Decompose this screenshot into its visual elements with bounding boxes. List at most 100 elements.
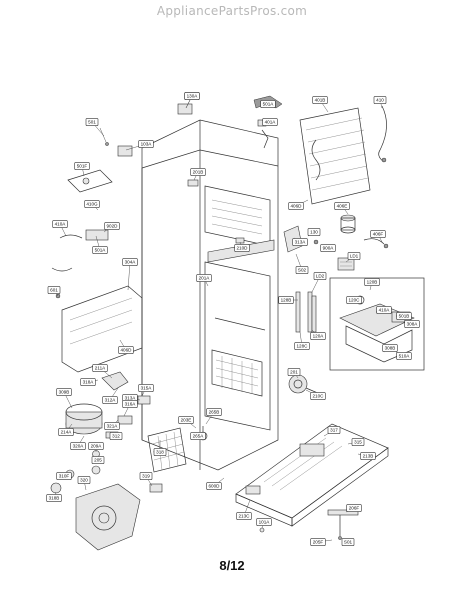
- callout-text: 406E: [337, 204, 348, 209]
- callout-text: 315: [354, 440, 362, 445]
- callout-text: 312A: [105, 398, 117, 403]
- callout-text: 265B: [209, 410, 220, 415]
- callout-text: 406F: [373, 232, 384, 237]
- callout-205f: 205F: [310, 538, 326, 546]
- callout-213b: 213B: [360, 452, 376, 460]
- callout-321a: 321A: [104, 422, 120, 430]
- callout-text: 213C: [239, 514, 251, 519]
- callout-text: 410: [376, 98, 384, 103]
- led-lamp-strips: [295, 291, 317, 333]
- callout-406f: 406F: [370, 230, 386, 238]
- callout-text: 210C: [313, 394, 325, 399]
- callout-text: 265A: [193, 434, 205, 439]
- callout-318: 318: [153, 448, 167, 456]
- callout-text: LD2: [316, 274, 325, 279]
- callout-401b: 401B: [312, 96, 328, 104]
- callout-205: 205: [91, 456, 105, 464]
- callout-320a: 320A: [70, 442, 86, 450]
- callout-600d: 600D: [206, 482, 222, 490]
- callout-text: LD1: [350, 254, 359, 259]
- callout-120b: 120B: [364, 278, 380, 286]
- callout-318a: 318A: [80, 378, 96, 386]
- callout-410a: 410A: [376, 306, 392, 314]
- callout-410a: 410A: [52, 220, 68, 228]
- callout-201a: 201A: [196, 274, 212, 282]
- callout-text: 601: [50, 288, 58, 293]
- callout-text: 406D: [121, 348, 133, 353]
- callout-401a: 401A: [262, 118, 278, 126]
- callout-501: 501: [85, 118, 99, 126]
- callout-265a: 265A: [190, 432, 206, 440]
- callout-text: 315A: [141, 386, 153, 391]
- callout-text: 410A: [379, 308, 391, 313]
- callout-103a: 103A: [138, 140, 154, 148]
- callout-text: 214A: [61, 430, 73, 435]
- callout-210c: 210C: [310, 392, 326, 400]
- callout-text: 318: [156, 450, 164, 455]
- callout-201b: 201B: [190, 168, 206, 176]
- drain-fan-parts: [288, 374, 321, 395]
- callout-text: 209A: [91, 444, 103, 449]
- callout-120a: 120A: [310, 332, 326, 340]
- callout-601: 601: [47, 286, 61, 294]
- callout-text: 320: [80, 478, 88, 483]
- callout-text: 203E: [181, 418, 192, 423]
- callout-text: 313A: [295, 240, 307, 245]
- callout-130a: 130A: [184, 92, 200, 100]
- callout-leader-line: [127, 261, 131, 291]
- callout-101a: 101A: [256, 518, 272, 526]
- callout-501a: 501A: [92, 246, 108, 254]
- callout-ld1: LD1: [347, 252, 361, 260]
- callout-316a: 316A: [122, 400, 138, 408]
- back-panel: [51, 229, 143, 373]
- callout-203e: 203E: [178, 416, 194, 424]
- callout-text: 501A: [95, 248, 107, 253]
- callout-text: 312: [112, 434, 120, 439]
- callout-text: 501A: [263, 102, 275, 107]
- callout-312a: 312A: [102, 396, 118, 404]
- callout-text: 600D: [209, 484, 221, 489]
- callout-text: 900A: [323, 246, 335, 251]
- callout-text: 309B: [59, 390, 70, 395]
- callout-text: 510A: [399, 354, 411, 359]
- callout-text: 308A: [407, 322, 419, 327]
- callout-317: 317: [327, 426, 341, 434]
- callout-text: S02: [298, 268, 307, 273]
- cabinet: [141, 119, 279, 471]
- page-number: 8/12: [219, 558, 245, 573]
- callout-213c: 213C: [236, 512, 252, 520]
- callout-308a: 308A: [404, 320, 420, 328]
- callout-text: 313A: [125, 396, 137, 401]
- callout-text: 501F: [77, 164, 88, 169]
- callout-text: 501B: [399, 314, 410, 319]
- callout-text: 401B: [315, 98, 326, 103]
- callout-209a: 209A: [88, 442, 104, 450]
- callout-315a: 315A: [138, 384, 154, 392]
- callout-text: S01: [344, 540, 353, 545]
- callout-410: 410: [373, 96, 387, 104]
- top-hinge-parts: [67, 95, 283, 193]
- callout-text: 206F: [349, 506, 360, 511]
- callout-214a: 214A: [58, 428, 74, 436]
- callout-s02: S02: [295, 266, 309, 274]
- callout-text: 128C: [297, 344, 309, 349]
- callout-text: 205F: [313, 540, 324, 545]
- callout-211a: 211A: [92, 364, 108, 372]
- callout-text: 308B: [385, 346, 396, 351]
- callout-text: 120C: [349, 298, 361, 303]
- callout-130: 130: [307, 228, 321, 236]
- callout-318b: 318B: [46, 494, 62, 502]
- callout-text: 501: [88, 120, 96, 125]
- callout-265b: 265B: [206, 408, 222, 416]
- callout-406d: 406D: [288, 202, 304, 210]
- callout-201: 201: [287, 368, 301, 376]
- callout-text: 902D: [107, 224, 119, 229]
- callout-text: 201B: [193, 170, 204, 175]
- callout-313a: 313A: [292, 238, 308, 246]
- callout-text: 120B: [367, 280, 378, 285]
- callout-text: 320A: [73, 444, 85, 449]
- callout-text: 128B: [281, 298, 292, 303]
- callout-text: 310F: [59, 474, 70, 479]
- callout-309b: 309B: [56, 388, 72, 396]
- callout-text: 201A: [199, 276, 211, 281]
